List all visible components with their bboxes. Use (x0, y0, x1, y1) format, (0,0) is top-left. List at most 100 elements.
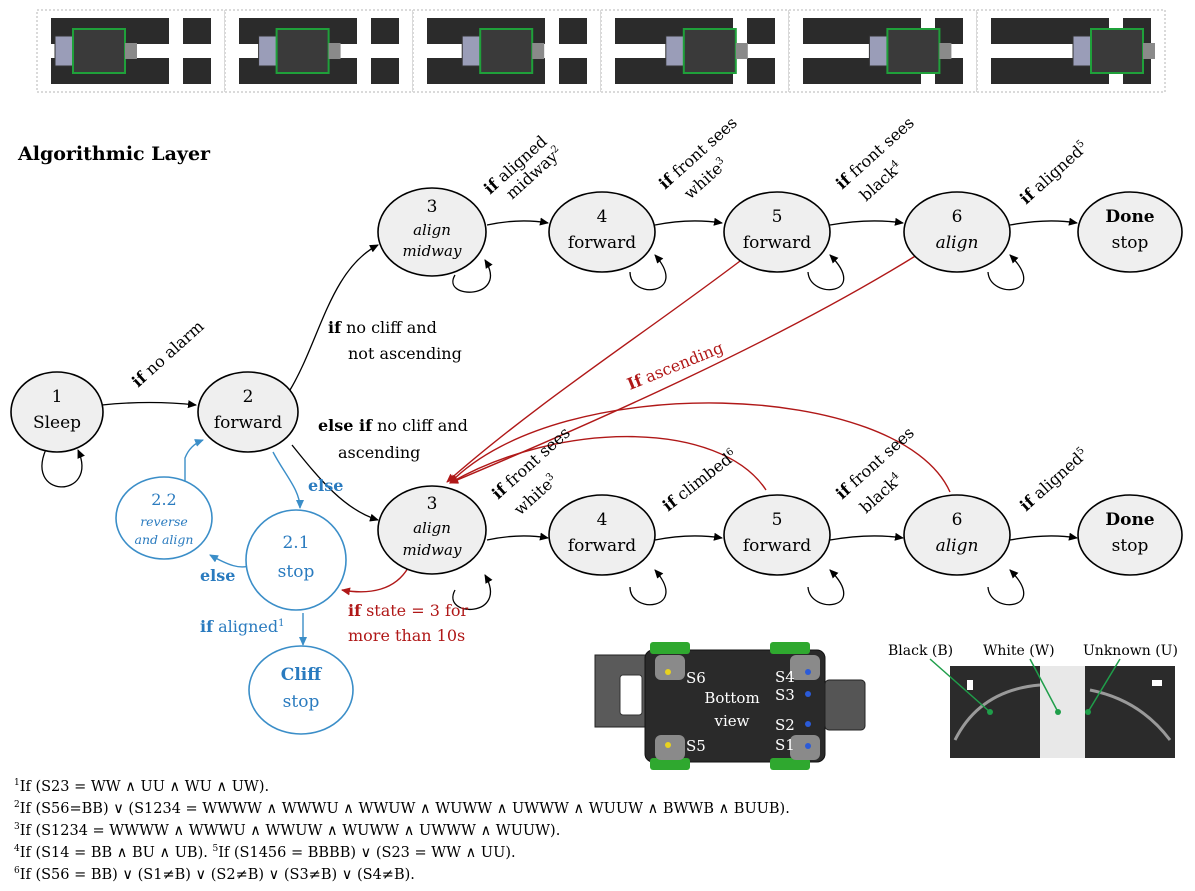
sensor-dot-icon (805, 743, 811, 749)
state-top-6-align: 6 align (903, 191, 1011, 273)
state-bot-5-forward: 5 forward (723, 494, 831, 576)
legend-marker (967, 680, 973, 690)
legend-arc (953, 683, 1041, 741)
state-top-3-align-midway: 3 align midway (377, 187, 487, 277)
wheel-hub-icon (790, 655, 820, 680)
state-bot-3-align-midway: 3 align midway (377, 485, 487, 575)
edge-blue-22-to-2 (184, 439, 204, 490)
edge-2-to-3-bottom (291, 444, 379, 522)
label-blue-else-left: else (200, 566, 235, 585)
wheel-icon (650, 642, 690, 654)
wheel-icon (770, 758, 810, 770)
edge-red-bot6-to-bot3 (449, 402, 951, 493)
label-blue-else-right: else (308, 476, 343, 495)
robot-front-gripper (824, 679, 866, 731)
edge-top-6-to-done (1009, 217, 1078, 226)
state-bot-done: Done stop (1077, 494, 1183, 576)
wheel-hub-icon (790, 735, 820, 760)
edge-red-top6-to-bot3 (449, 254, 918, 484)
edge-red-bot5-to-bot3 (449, 435, 767, 491)
footnote-4-5: 4If (S14 = BB ∧ BU ∧ UB). 5If (S1456 = B… (14, 844, 516, 861)
state-top-6-label: align (936, 233, 979, 253)
sensor-dot-icon (805, 669, 811, 675)
state-top-done-label: Done (1105, 207, 1154, 227)
state-2-2-label-2: and align (135, 532, 194, 547)
edge-top-5-to-6 (829, 217, 904, 226)
sensor-label-s3: S3 (775, 686, 795, 704)
wheel-icon (770, 642, 810, 654)
state-2-1-number: 2.1 (282, 533, 309, 553)
state-top-5-forward: 5 forward (723, 191, 831, 273)
state-bot-4-label: forward (568, 536, 636, 556)
state-2-1-stop: 2.1 stop (245, 509, 347, 611)
legend-marker (1152, 680, 1162, 686)
state-bot-3-label-1: align (413, 519, 451, 537)
robot-photo (224, 9, 414, 93)
sensor-label-s1: S1 (775, 736, 795, 754)
state-2-number: 2 (243, 387, 254, 407)
sensor-label-s2: S2 (775, 716, 795, 734)
state-bot-3-number: 3 (427, 494, 438, 514)
state-top-3-label-2: midway (403, 242, 462, 260)
footnote-3: 3If (S1234 = WWWW ∧ WWWU ∧ WWUW ∧ WUWW ∧… (14, 822, 561, 839)
edge-red-top5-to-bot3 (446, 254, 749, 483)
label-bot-if-aligned5: if aligned5 (1016, 444, 1091, 515)
label-red-state3-1: if state = 3 for (348, 601, 469, 620)
label-blue-if-aligned: if aligned1 (200, 617, 284, 636)
state-cliff-label: Cliff (281, 665, 322, 685)
state-1-sleep: 1 Sleep (10, 371, 104, 453)
self-loop-bot-4 (629, 569, 667, 606)
surface-color-legend: Black (B) White (W) Unknown (U) (888, 643, 1178, 758)
label-else-if-1: else if no cliff and (318, 416, 468, 435)
edge-bot-5-to-6 (829, 532, 904, 541)
state-top-3-number: 3 (427, 197, 438, 217)
self-loop-top-6 (987, 254, 1025, 291)
edge-bot-6-to-done (1009, 532, 1078, 541)
state-cliff-stop: Cliff stop (248, 645, 354, 735)
legend-black-tile-right (1085, 666, 1175, 758)
edge-bot-3-to-4 (486, 532, 549, 541)
state-cliff-sub: stop (283, 692, 320, 712)
state-2-1-label: stop (278, 562, 315, 582)
sensor-label-s4: S4 (775, 668, 795, 686)
robot-photo-strip (36, 9, 1166, 93)
sensor-label-s6: S6 (686, 669, 706, 687)
footnote-1: 1If (S23 = WW ∧ UU ∧ WU ∧ UW). (14, 778, 270, 795)
wheel-icon (650, 758, 690, 770)
sensor-dot-icon (805, 721, 811, 727)
self-loop-top-3 (452, 259, 493, 293)
state-bot-3-label-2: midway (403, 541, 462, 559)
label-top-if-aligned5: if aligned5 (1016, 137, 1091, 208)
legend-white: White (W) (983, 643, 1055, 659)
edge-1-to-2 (101, 400, 197, 409)
label-bot-if-climbed: if climbed6 (659, 446, 741, 516)
legend-pointer-unknown (1087, 658, 1121, 713)
robot-bracket-slot (619, 674, 643, 716)
legend-black-tile (950, 666, 1040, 758)
robot-bottom-view: S6 S5 S4 S3 S2 S1 Bottom view (594, 642, 866, 770)
legend-pointer-black (929, 658, 991, 713)
robot-photo (976, 9, 1166, 93)
legend-pointer-dot (1085, 709, 1091, 715)
state-bot-6-number: 6 (952, 510, 963, 530)
edge-blue-2-to-21 (272, 451, 304, 509)
state-bot-6-label: align (936, 536, 979, 556)
state-1-number: 1 (52, 387, 63, 407)
footnote-2: 2If (S56=BB) ∨ (S1234 = WWWW ∧ WWWU ∧ WW… (14, 800, 790, 817)
state-bot-5-label: forward (743, 536, 811, 556)
label-no-cliff-2: not ascending (348, 344, 462, 363)
self-loop-bot-3 (452, 574, 493, 611)
sensor-dot-icon (665, 669, 671, 675)
robot-label-bottom: Bottom (704, 689, 759, 707)
sensor-label-s5: S5 (686, 737, 706, 755)
state-bot-4-number: 4 (597, 510, 608, 530)
edge-top-3-to-4 (486, 217, 549, 226)
footnote-6: 6If (S56 = BB) ∨ (S1≠B) ∨ (S2≠B) ∨ (S3≠B… (14, 866, 415, 883)
state-bot-done-label: Done (1105, 510, 1154, 530)
label-if-no-alarm: if no alarm (128, 317, 208, 391)
self-loop-top-5 (807, 254, 845, 291)
wheel-hub-icon (655, 655, 685, 680)
state-bot-4-forward: 4 forward (548, 494, 656, 576)
robot-photo (412, 9, 602, 93)
